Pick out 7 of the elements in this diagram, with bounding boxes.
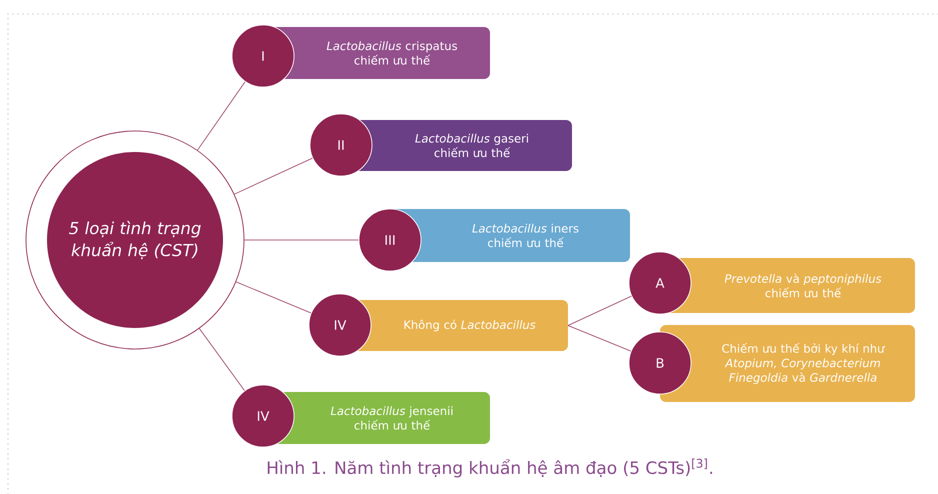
connector-line	[197, 81, 246, 151]
connector-line	[236, 282, 312, 314]
connector-line	[568, 325, 632, 352]
connector-line	[198, 328, 245, 391]
connector-line	[568, 296, 632, 326]
figure-caption: Hình 1. Năm tình trạng khuẩn hệ âm đạo (5 CSTs)$^{[3]}$.	[268, 458, 712, 478]
connector-line	[234, 158, 313, 195]
